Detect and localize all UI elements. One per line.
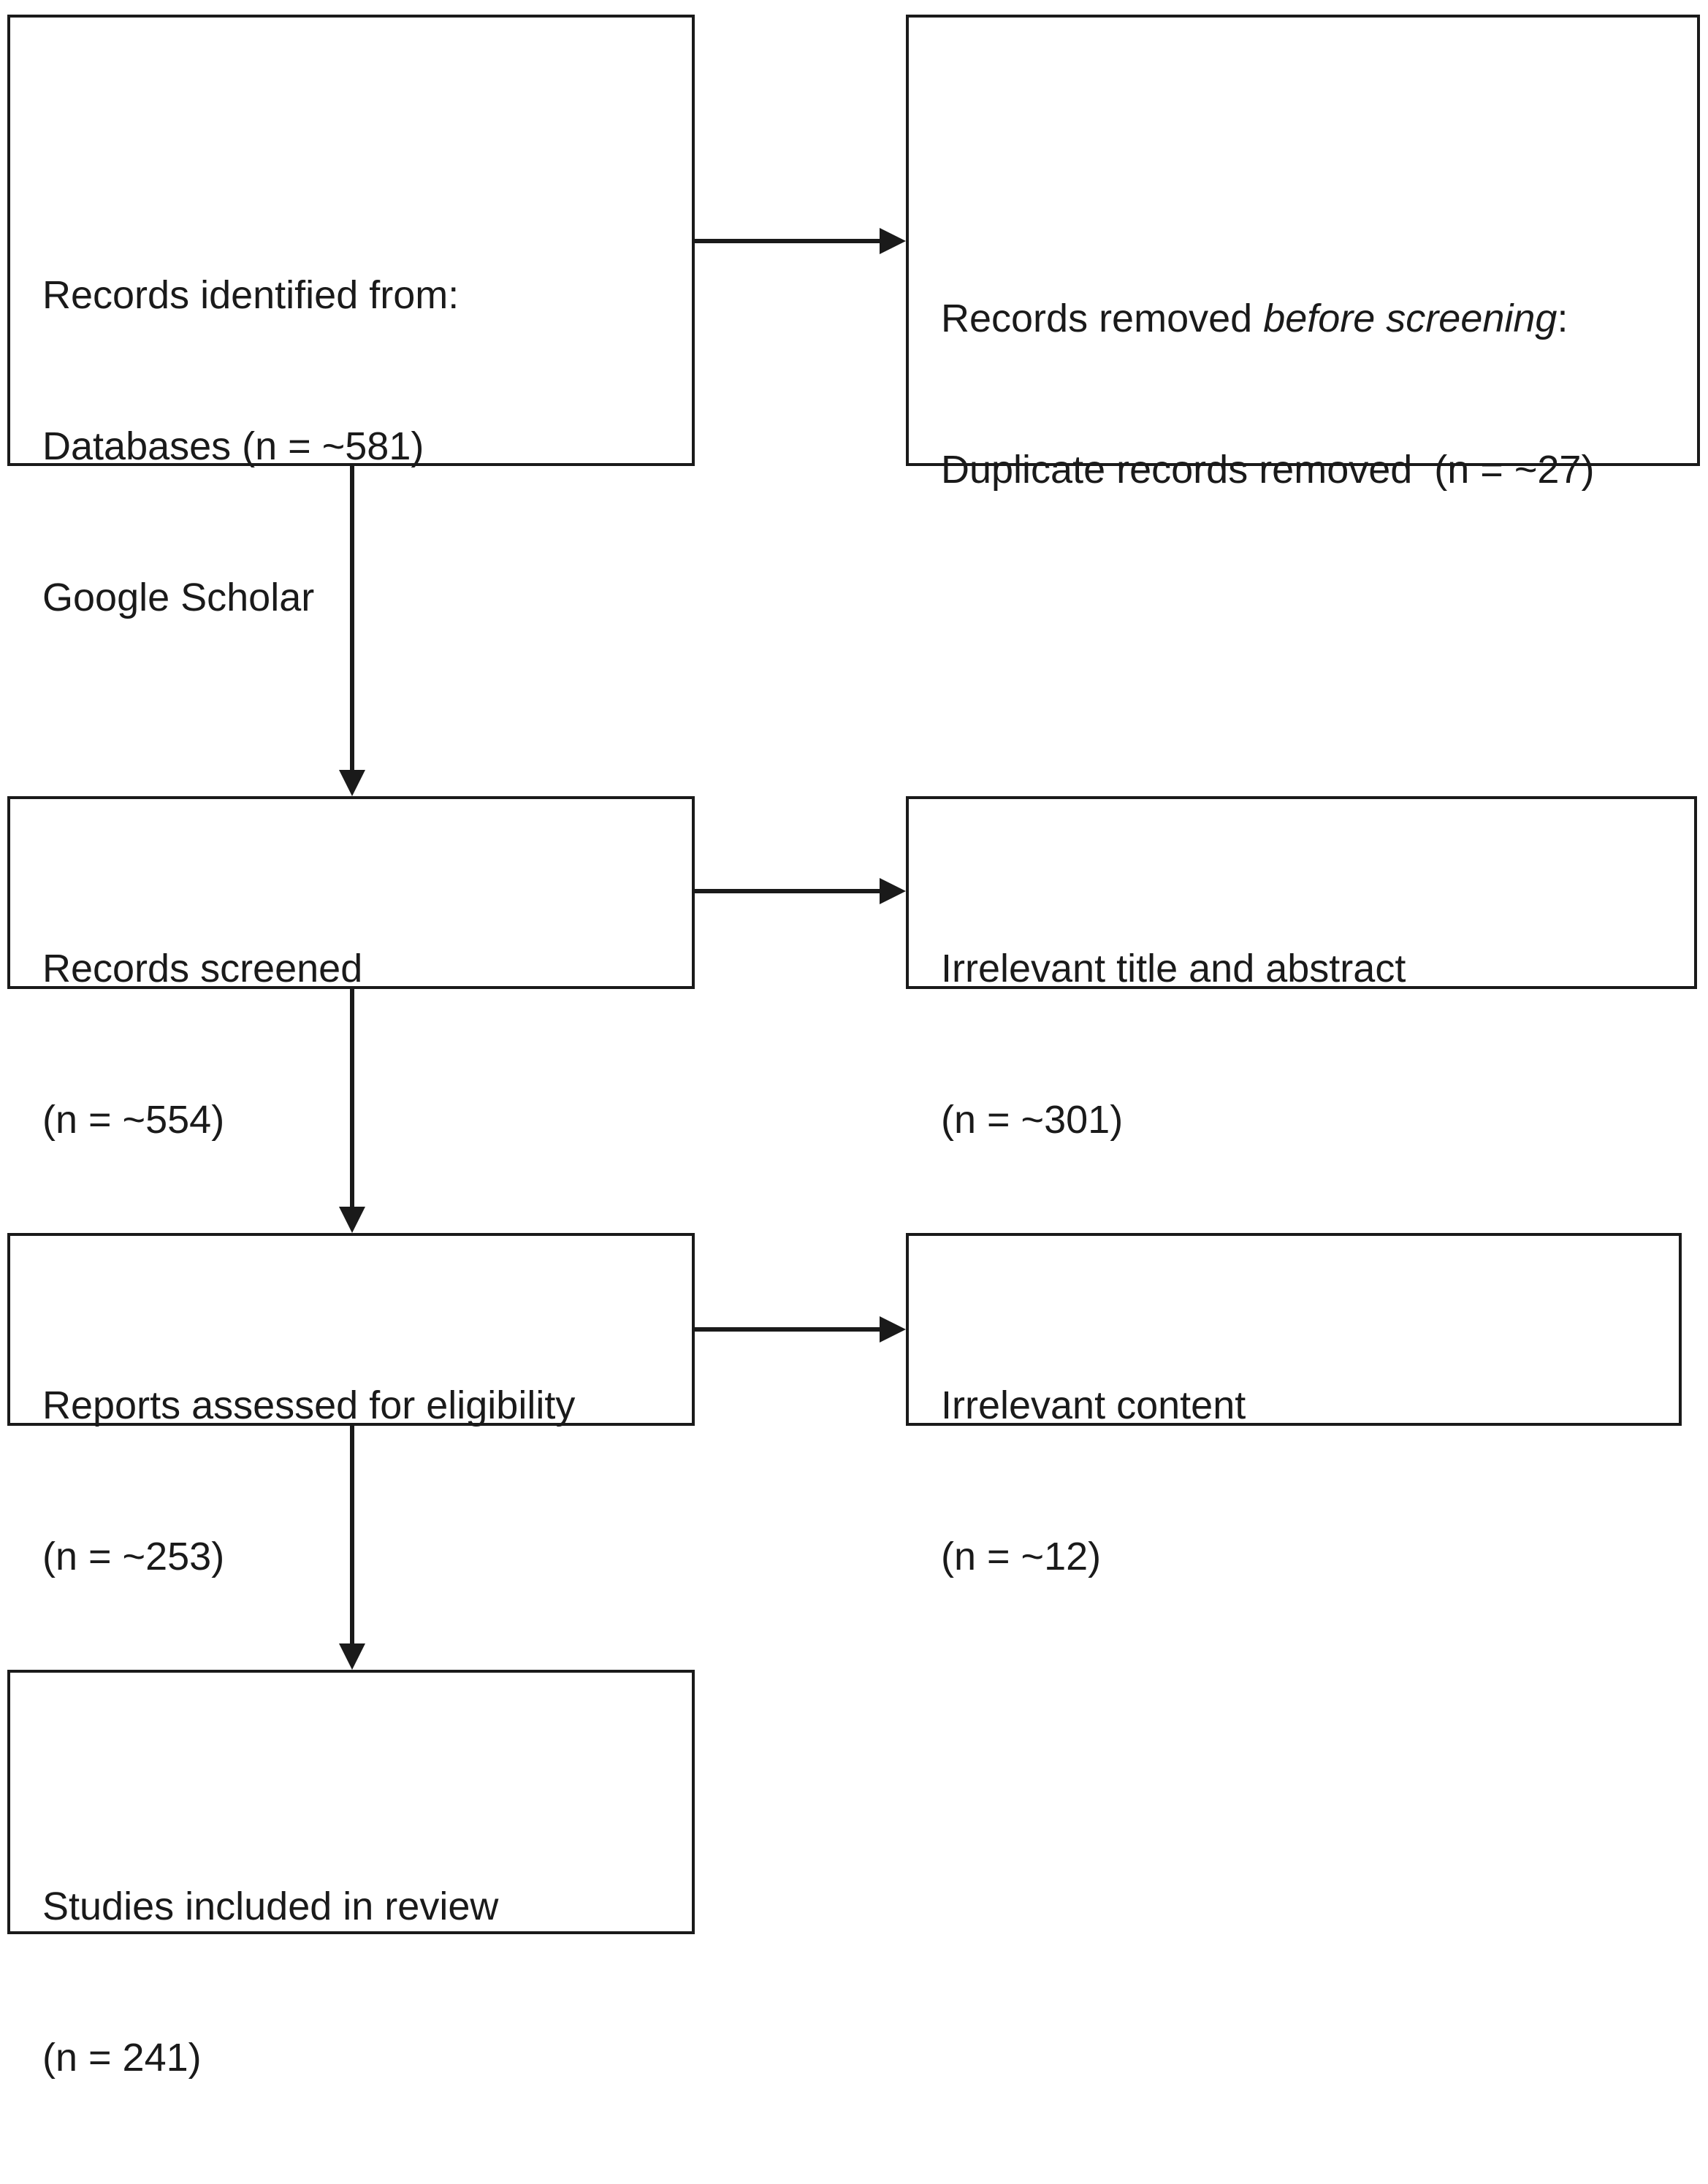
identification-line-1: Records identified from: — [42, 273, 460, 317]
screened-text: Records screened (n = ~554) — [42, 843, 677, 1246]
removed-line-1: Records removed before screening: — [941, 294, 1682, 344]
removed-box: Records removed before screening: Duplic… — [906, 15, 1700, 492]
excluded-eligibility-box: Irrelevant content (n = ~12) — [906, 1233, 1682, 1578]
excluded-screening-box: Irrelevant title and abstract (n = ~301) — [906, 796, 1697, 1142]
removed-suffix: : — [1557, 297, 1568, 340]
arrowhead-included — [339, 1643, 365, 1670]
removed-italic: before screening — [1263, 297, 1558, 340]
eligibility-line-2: (n = ~253) — [42, 1535, 225, 1578]
excluded-eligibility-line-1: Irrelevant content — [941, 1383, 1246, 1427]
identification-line-3: Google Scholar — [42, 576, 315, 619]
removed-text: Records removed before screening: Duplic… — [941, 193, 1682, 596]
included-line-2: (n = 241) — [42, 2036, 202, 2080]
connector-arrows — [339, 228, 906, 1670]
excluded-screening-line-1: Irrelevant title and abstract — [941, 947, 1406, 990]
arrowhead-excluded-screening — [880, 878, 906, 904]
identification-text: Records identified from: Databases (n = … — [42, 169, 677, 724]
eligibility-line-1: Reports assessed for eligibility — [42, 1383, 576, 1427]
screened-line-2: (n = ~554) — [42, 1098, 225, 1142]
eligibility-box: Reports assessed for eligibility (n = ~2… — [7, 1233, 695, 1578]
identification-line-2: Databases (n = ~581) — [42, 424, 424, 468]
removed-line-2: Duplicate records removed (n = ~27) — [941, 448, 1595, 492]
excluded-screening-line-2: (n = ~301) — [941, 1098, 1124, 1142]
arrowhead-removed — [880, 228, 906, 254]
identification-box: Records identified from: Databases (n = … — [7, 15, 695, 619]
arrowhead-screened — [339, 770, 365, 796]
included-line-1: Studies included in review — [42, 1885, 499, 1928]
excluded-eligibility-text: Irrelevant content (n = ~12) — [941, 1280, 1664, 1683]
screened-line-1: Records screened — [42, 947, 363, 990]
screened-box: Records screened (n = ~554) — [7, 796, 695, 1142]
excluded-screening-text: Irrelevant title and abstract (n = ~301) — [941, 843, 1680, 1246]
arrowhead-excluded-eligibility — [880, 1316, 906, 1343]
eligibility-text: Reports assessed for eligibility (n = ~2… — [42, 1280, 677, 1683]
excluded-eligibility-line-2: (n = ~12) — [941, 1535, 1102, 1578]
arrowhead-eligibility — [339, 1207, 365, 1233]
removed-prefix: Records removed — [941, 297, 1264, 340]
